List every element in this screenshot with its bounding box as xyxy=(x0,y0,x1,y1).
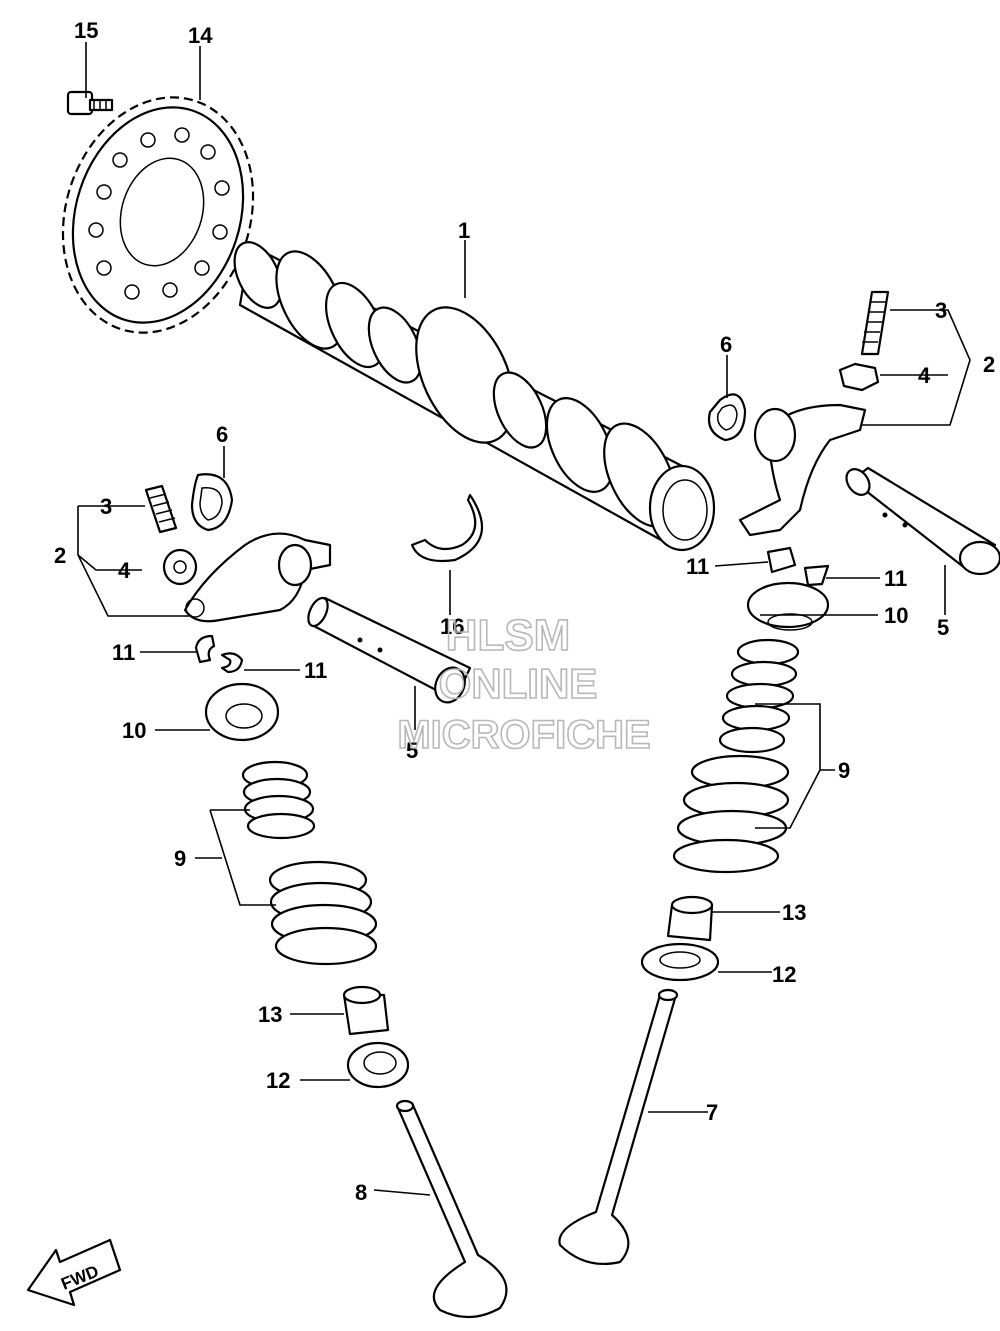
callout-14: 14 xyxy=(188,23,213,48)
right-o-ring xyxy=(707,393,747,442)
right-rocker-arm xyxy=(738,403,867,537)
callout-10-left: 10 xyxy=(122,718,146,743)
right-rocker-shaft xyxy=(845,466,1000,576)
callout-16: 16 xyxy=(440,614,464,639)
right-spring-seat xyxy=(640,942,720,982)
callout-11-left-b: 11 xyxy=(304,658,327,683)
watermark-line-3: MICROFICHE xyxy=(397,713,650,757)
left-rocker-shaft xyxy=(307,596,472,704)
left-cotters xyxy=(194,634,244,674)
callout-15: 15 xyxy=(74,18,98,43)
callout-8: 8 xyxy=(355,1180,367,1205)
callout-11-right-b: 11 xyxy=(884,566,907,591)
right-valve-seal xyxy=(666,895,714,942)
watermark-line-1: HLSM xyxy=(446,611,571,660)
left-rocker-arm xyxy=(183,532,332,623)
callout-4-right: 4 xyxy=(918,363,931,388)
callout-10-right: 10 xyxy=(884,603,908,628)
callout-3-right: 3 xyxy=(935,298,947,323)
left-valve-seal xyxy=(342,985,390,1036)
intake-valve xyxy=(395,1099,508,1319)
callout-2-right: 2 xyxy=(983,352,995,377)
callout-1: 1 xyxy=(458,218,470,243)
callout-6-left: 6 xyxy=(216,422,228,447)
callout-5-left: 5 xyxy=(406,738,418,763)
cam-sprocket xyxy=(61,96,255,334)
exhaust-valve xyxy=(558,988,679,1266)
left-o-ring xyxy=(190,473,234,532)
sprocket-bolt xyxy=(66,90,114,116)
left-lock-nut xyxy=(162,548,198,586)
callout-11-right-a: 11 xyxy=(686,554,709,579)
right-lock-nut xyxy=(838,362,880,392)
callout-9-left: 9 xyxy=(174,846,186,871)
right-valve-springs xyxy=(672,638,800,874)
right-spring-retainer xyxy=(746,581,830,631)
left-spring-retainer xyxy=(204,682,280,742)
right-adjust-screw xyxy=(860,290,890,356)
callout-2-left: 2 xyxy=(54,543,66,568)
camshaft xyxy=(233,241,716,552)
leader-lines xyxy=(77,42,971,1196)
callout-12-right: 12 xyxy=(772,962,796,987)
callout-13-left: 13 xyxy=(258,1002,282,1027)
right-cotters xyxy=(766,546,830,587)
callout-3-left: 3 xyxy=(100,494,112,519)
left-valve-springs xyxy=(241,760,378,966)
callout-9-right: 9 xyxy=(838,758,850,783)
callout-7: 7 xyxy=(706,1100,718,1125)
watermark: HLSM ONLINE MICROFICHE xyxy=(397,610,652,758)
callout-labels: 15 14 1 6 6 3 2 4 3 2 4 11 11 10 5 16 11… xyxy=(54,18,995,1205)
callout-12-left: 12 xyxy=(266,1068,290,1093)
callout-6-right: 6 xyxy=(720,332,732,357)
callout-13-right: 13 xyxy=(782,900,806,925)
left-adjust-screw xyxy=(144,484,178,534)
callout-4-left: 4 xyxy=(118,558,131,583)
cam-end-cap xyxy=(410,493,484,563)
callout-5-right: 5 xyxy=(937,615,949,640)
fwd-direction-arrow: FWD xyxy=(26,1238,122,1307)
watermark-line-2: ONLINE xyxy=(439,660,598,707)
callout-11-left-a: 11 xyxy=(112,640,135,665)
left-spring-seat xyxy=(346,1041,410,1089)
